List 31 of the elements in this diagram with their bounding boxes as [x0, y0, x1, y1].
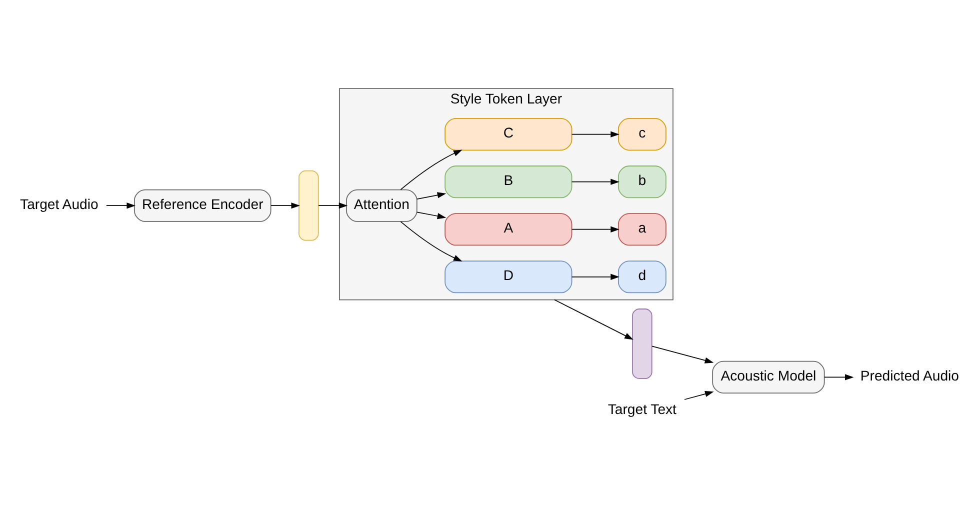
- node-box: Acoustic Model: [712, 360, 825, 394]
- arrow: [571, 178, 620, 185]
- arrow: [684, 390, 714, 400]
- arrow: [652, 346, 714, 364]
- node-bar: [632, 308, 652, 379]
- node-text: Predicted Audio: [860, 368, 960, 384]
- arrow: [400, 221, 462, 262]
- node-box: Attention: [346, 189, 418, 222]
- node-text: Target Text: [608, 400, 676, 417]
- node-text: Target Audio: [20, 196, 98, 212]
- node-box: d: [618, 260, 666, 294]
- node-box: D: [444, 260, 572, 294]
- arrow: [554, 299, 634, 340]
- arrow: [416, 192, 446, 200]
- arrow: [571, 131, 620, 138]
- node-box: a: [618, 213, 666, 246]
- node-box: c: [618, 118, 666, 151]
- arrow: [400, 150, 462, 190]
- node-box: Reference Encoder: [134, 189, 272, 222]
- arrow: [824, 374, 854, 380]
- arrow: [416, 212, 446, 220]
- node-box: C: [444, 118, 572, 151]
- arrow: [106, 202, 136, 209]
- arrow: [318, 202, 348, 209]
- arrow: [571, 274, 620, 280]
- arrow: [571, 226, 620, 232]
- node-box: A: [444, 213, 572, 246]
- node-box: b: [618, 166, 666, 198]
- node-bar: [298, 170, 319, 241]
- arrow: [270, 202, 300, 209]
- node-box: B: [444, 166, 572, 198]
